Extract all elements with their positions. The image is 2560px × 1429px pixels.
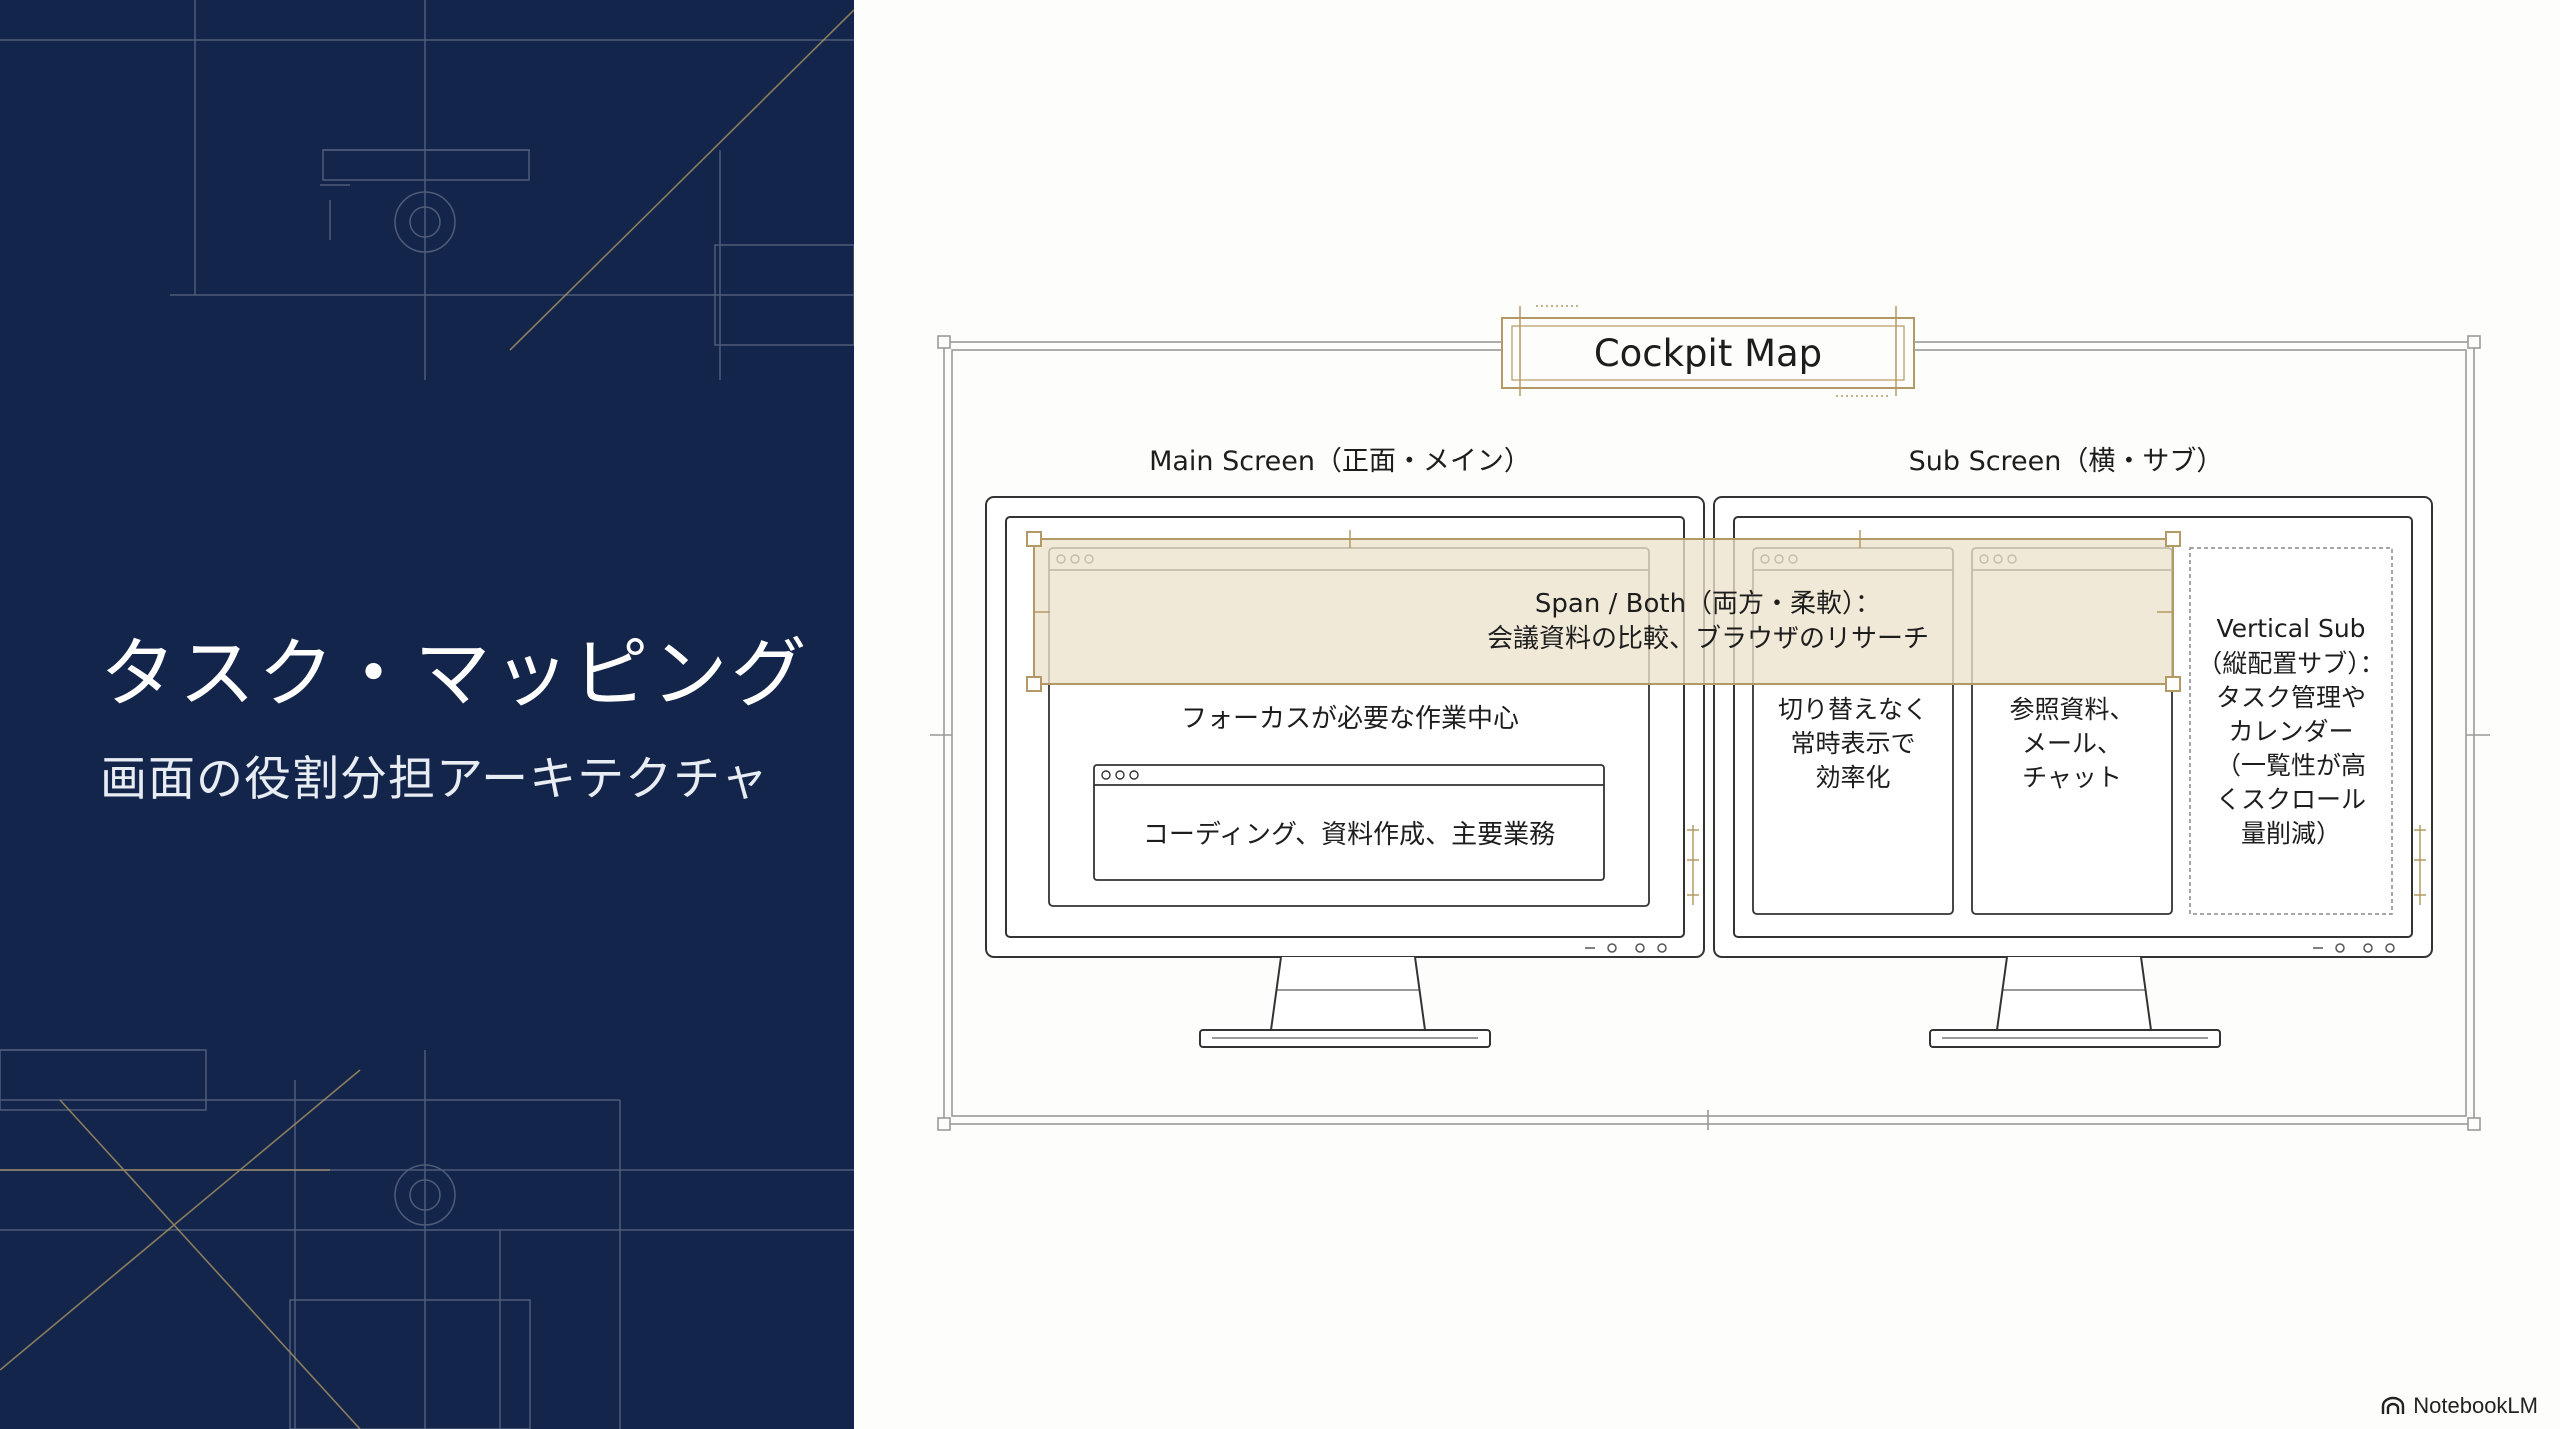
- vertical-sub-text-5: （一覧性が高: [2216, 751, 2366, 780]
- sub-panel-1-text-1: 切り替えなく: [1778, 695, 1928, 724]
- vertical-sub-text-6: くスクロール: [2216, 785, 2366, 814]
- main-inner-window-text: コーディング、資料作成、主要業務: [1143, 820, 1555, 850]
- main-monitor-buttons: [1585, 943, 1667, 953]
- vertical-sub-text-1: Vertical Sub: [2216, 614, 2365, 643]
- brand-label: NotebookLM: [2413, 1393, 2538, 1418]
- vertical-sub-panel: [2189, 547, 2393, 915]
- span-overlay: [1026, 530, 2181, 692]
- vertical-sub-text-4: カレンダー: [2228, 717, 2353, 746]
- sub-panel-1-text-3: 効率化: [1815, 763, 1890, 792]
- sub-monitor-buttons: [2313, 943, 2395, 953]
- sub-panel-2-text-1: 参照資料、: [2009, 695, 2134, 724]
- main-screen-label: Main Screen（正面・メイン）: [1149, 446, 1531, 477]
- main-focus-text: フォーカスが必要な作業中心: [1181, 704, 1519, 734]
- vertical-sub-text-2: （縦配置サブ）：: [2197, 649, 2385, 678]
- sub-screen-label: Sub Screen（横・サブ）: [1909, 446, 2224, 477]
- sub-panel-1-text-2: 常時表示で: [1790, 729, 1915, 758]
- vertical-sub-text-3: タスク管理や: [2216, 683, 2366, 712]
- dimension-ticks: [1687, 825, 2426, 905]
- blueprint-decoration: [0, 0, 854, 1429]
- title-plate: [1501, 305, 1915, 397]
- vertical-sub-text-7: 量削減）: [2241, 819, 2341, 848]
- left-panel: タスク・マッピング 画面の役割分担アーキテクチャ: [0, 0, 854, 1429]
- diagram-title: Cockpit Map: [1594, 332, 1822, 375]
- main-inner-window: [1093, 764, 1605, 881]
- slide-title: タスク・マッピング: [100, 629, 810, 718]
- notebooklm-logo-icon: [2382, 1396, 2405, 1414]
- slide-subtitle: 画面の役割分担アーキテクチャ: [100, 752, 769, 807]
- sub-panel-2-text-2: メール、: [2022, 729, 2122, 758]
- sub-panel-2-text-3: チャット: [2022, 763, 2122, 792]
- inner-window-dots: [1101, 770, 1139, 780]
- notebooklm-brand: NotebookLM: [2381, 1393, 2538, 1419]
- span-text-1: Span / Both（両方・柔軟）：: [1535, 589, 1881, 619]
- span-text-2: 会議資料の比較、ブラウザのリサーチ: [1487, 624, 1929, 654]
